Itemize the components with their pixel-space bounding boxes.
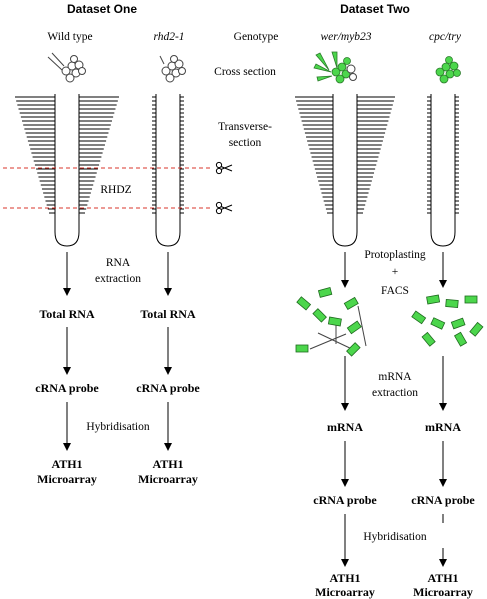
root-diagram-wild-type	[15, 94, 119, 247]
mrna-extraction-line1: mRNA	[378, 371, 412, 383]
microarray-rhd2: Microarray	[138, 472, 198, 486]
protoplast-cell	[469, 321, 484, 337]
dataset-two-header: Dataset Two	[340, 2, 410, 16]
ath1-wer: ATH1	[329, 571, 360, 585]
ath1-rhd2: ATH1	[152, 457, 183, 471]
root-diagram-rhd2	[152, 94, 184, 247]
root-diagram-wer	[295, 94, 395, 247]
protoplast-cell	[430, 317, 446, 330]
cross-section-icon-rhd2	[159, 55, 186, 83]
transverse-label-line1: Transverse-	[218, 121, 272, 133]
protoplasting-label: Protoplasting	[364, 249, 426, 261]
scissors-icon	[215, 201, 233, 215]
total-rna-wild-type: Total RNA	[39, 307, 95, 321]
cross-section-icon-cpc	[435, 56, 461, 84]
protoplast-cell	[296, 296, 312, 311]
transverse-label-line2: section	[229, 137, 262, 149]
ath1-wild-type: ATH1	[51, 457, 82, 471]
genotype-cpc: cpc/try	[429, 31, 462, 43]
protoplast-cell	[317, 287, 333, 298]
plus-label: +	[392, 266, 399, 278]
rna-extraction-line1: RNA	[106, 257, 131, 269]
genotype-rhd2: rhd2-1	[153, 31, 184, 43]
protoplast-cell	[295, 344, 309, 353]
cross-section-icon-wer	[313, 51, 357, 84]
genotype-wer: wer/myb23	[320, 31, 371, 43]
dataset-one-header: Dataset One	[67, 2, 137, 16]
protoplast-cell	[346, 320, 362, 335]
mrna-wer: mRNA	[327, 420, 363, 434]
protoplast-cell	[453, 331, 468, 347]
rna-extraction-line2: extraction	[95, 273, 141, 285]
protoplast-cell	[426, 294, 441, 305]
protoplast-cell	[445, 299, 459, 308]
mrna-extraction-line2: extraction	[372, 387, 418, 399]
crna-probe-wer: cRNA probe	[313, 493, 377, 507]
protoplast-cell	[411, 310, 427, 325]
protoplast-group-wer	[295, 287, 367, 357]
protoplast-group-cpc	[411, 294, 484, 347]
crna-probe-cpc: cRNA probe	[411, 493, 475, 507]
ath1-cpc: ATH1	[427, 571, 458, 585]
root-diagram-cpc	[427, 94, 459, 247]
facs-label: FACS	[381, 285, 409, 297]
crna-probe-rhd2: cRNA probe	[136, 381, 200, 395]
protoplast-cell	[464, 295, 478, 304]
hybridisation-label-right: Hybridisation	[363, 531, 426, 543]
protoplast-cell	[343, 296, 359, 311]
mrna-cpc: mRNA	[425, 420, 461, 434]
genotype-label: Genotype	[234, 31, 279, 43]
microarray-wild-type: Microarray	[37, 472, 97, 486]
rhdz-label-bg	[96, 180, 136, 196]
protoplast-cell	[421, 331, 436, 347]
protoplast-cell	[312, 308, 327, 323]
cross-section-label: Cross section	[214, 66, 276, 78]
cross-section-icon-wild-type	[47, 52, 86, 83]
total-rna-rhd2: Total RNA	[140, 307, 196, 321]
rhdz-label: RHDZ	[100, 184, 131, 196]
microarray-cpc: Microarray	[413, 585, 473, 599]
protoplast-cell	[346, 342, 361, 357]
crna-probe-wild-type: cRNA probe	[35, 381, 99, 395]
genotype-wild-type: Wild type	[47, 31, 92, 43]
scissors-icon	[215, 161, 233, 175]
microarray-wer: Microarray	[315, 585, 375, 599]
hybridisation-label-left: Hybridisation	[86, 421, 149, 433]
protoplast-cell	[327, 316, 342, 327]
protoplast-cell	[450, 317, 466, 330]
